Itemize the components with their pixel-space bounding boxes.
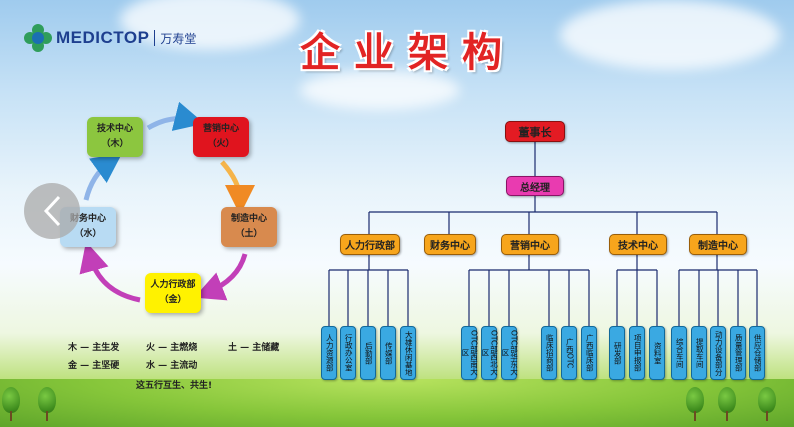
org-sub-unit: 行政办公室	[340, 326, 356, 380]
cloud	[300, 70, 460, 110]
org-sub-unit: OTC部西北大区	[481, 326, 499, 380]
element-wood-tag: （木）	[101, 139, 129, 149]
element-earth: 制造中心 （土）	[221, 207, 277, 247]
legend-fire: 火 — 主燃烧	[146, 343, 198, 353]
org-dept-manufacturing: 制造中心	[689, 234, 747, 255]
org-sub-unit: 大雄休闲基地	[400, 326, 416, 380]
prev-slide-button[interactable]	[24, 183, 80, 239]
brand-logo[interactable]: MEDICTOP 万寿堂	[24, 24, 196, 52]
org-sub-unit: 动力设备部分	[710, 326, 726, 380]
element-earth-name: 制造中心	[230, 214, 267, 224]
org-sub-unit: 资料室	[649, 326, 665, 380]
element-fire-tag: （火）	[207, 139, 235, 149]
divider	[154, 30, 156, 46]
cloud	[560, 0, 780, 70]
org-sub-unit: 综合车间	[671, 326, 687, 380]
org-sub-unit: 项目申报部	[629, 326, 645, 380]
element-fire-name: 营销中心	[202, 124, 239, 134]
page-title: 企业架构	[300, 30, 516, 76]
org-sub-unit: OTC部西南大区	[461, 326, 479, 380]
org-sub-unit: 临床招商部	[541, 326, 557, 380]
org-chairman: 董事长	[505, 121, 565, 142]
org-dept-marketing: 营销中心	[501, 234, 559, 255]
org-sub-unit: 广西临床部	[581, 326, 597, 380]
org-sub-unit: 传媒部	[380, 326, 396, 380]
org-sub-unit: 提取车间	[691, 326, 707, 380]
org-dept-technology: 技术中心	[609, 234, 667, 255]
arrow-earth-metal	[194, 253, 248, 301]
org-sub-unit: 人力资源部	[321, 326, 337, 380]
tree	[686, 387, 704, 421]
legend-wood: 木 — 主生发	[68, 343, 120, 353]
org-dept-hr: 人力行政部	[340, 234, 400, 255]
element-water-tag: （水）	[74, 229, 102, 239]
arrow-wood-fire	[146, 101, 205, 131]
element-wood: 技术中心 （木）	[87, 117, 143, 157]
legend-note: 这五行互生、共生!	[136, 381, 213, 391]
legend-metal: 金 — 主坚硬	[68, 361, 120, 371]
legend-water: 水 — 主流动	[146, 361, 198, 371]
arrow-metal-water	[79, 241, 141, 303]
element-water-name: 财务中心	[69, 214, 106, 224]
org-sub-unit: 供应仓储部	[749, 326, 765, 380]
grass-ground	[0, 379, 794, 427]
arrow-fire-earth	[220, 160, 255, 215]
element-metal-name: 人力行政部	[150, 280, 196, 290]
legend-earth: 土 — 主储藏	[228, 343, 280, 353]
element-wood-name: 技术中心	[96, 124, 133, 134]
element-metal: 人力行政部 （金）	[145, 273, 201, 313]
clover-logo-icon	[24, 24, 52, 52]
cloud	[120, 0, 300, 50]
org-general-manager: 总经理	[506, 176, 564, 196]
org-dept-finance: 财务中心	[424, 234, 476, 255]
element-metal-tag: （金）	[159, 295, 187, 305]
brand-name-cn: 万寿堂	[160, 31, 197, 46]
arrow-water-wood	[83, 153, 123, 201]
brand-name: MEDICTOP	[56, 28, 150, 47]
tree	[718, 387, 736, 421]
org-sub-unit: 后勤部	[360, 326, 376, 380]
element-fire: 营销中心 （火）	[193, 117, 249, 157]
chevron-left-icon	[43, 195, 61, 227]
tree	[38, 387, 56, 421]
org-sub-unit: 研发部	[609, 326, 625, 380]
element-earth-tag: （土）	[235, 229, 263, 239]
tree	[758, 387, 776, 421]
org-sub-unit: 广西OTC	[561, 326, 577, 380]
org-sub-unit: OTC部华东大区	[501, 326, 519, 380]
org-sub-unit: 质量管理部	[730, 326, 746, 380]
tree	[2, 387, 20, 421]
